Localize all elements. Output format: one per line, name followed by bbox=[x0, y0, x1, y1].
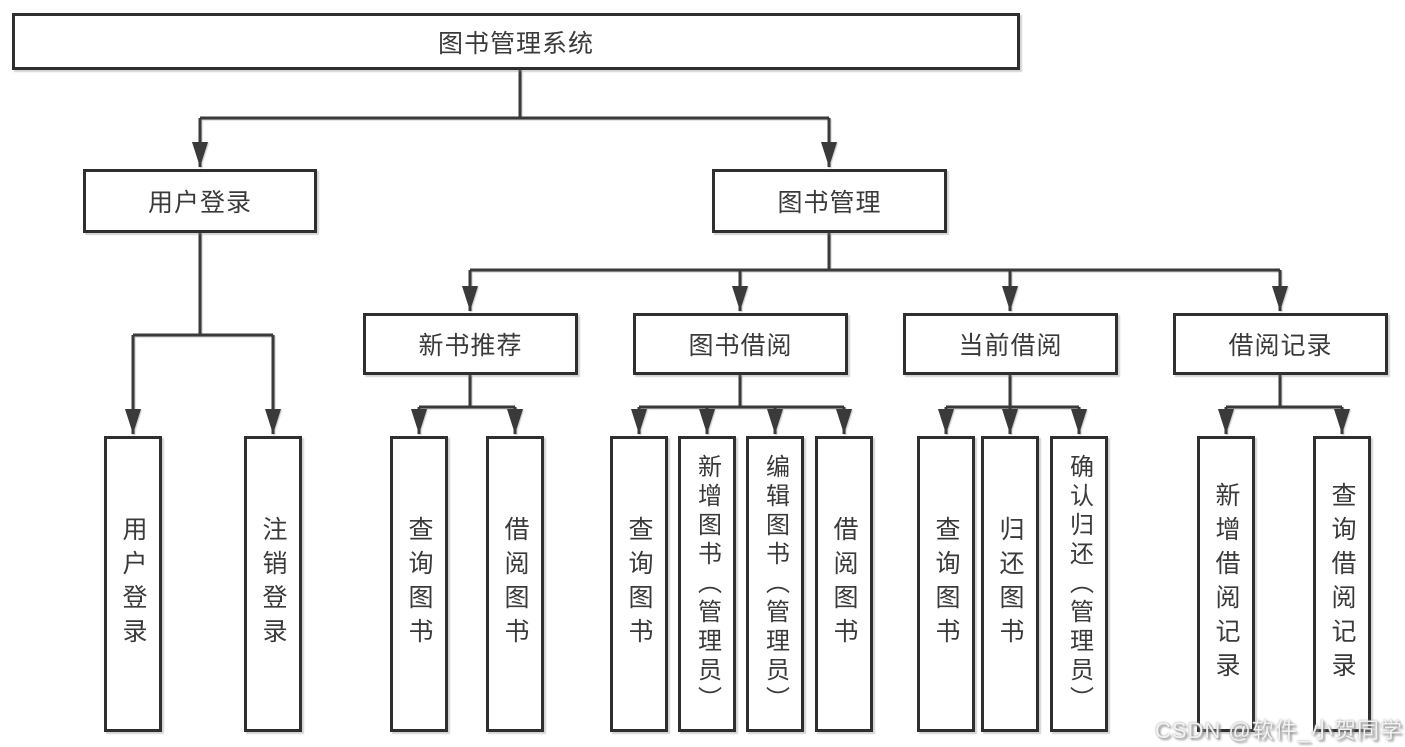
node-borrowing-records: 借阅记录 bbox=[1173, 313, 1388, 375]
watermark: CSDN @软件_小贺同学 bbox=[1154, 718, 1403, 743]
leaf-borrow-book-recommend: 借阅图书 bbox=[486, 436, 544, 732]
leaf-add-book-admin: 新增图书（管理员） bbox=[678, 436, 736, 732]
leaf-confirm-return-admin: 确认归还（管理员） bbox=[1050, 436, 1108, 732]
node-user-login: 用户登录 bbox=[83, 169, 317, 233]
node-library-management-system: 图书管理系统 bbox=[12, 13, 1020, 70]
node-new-book-recommendation: 新书推荐 bbox=[363, 313, 578, 375]
leaf-edit-book-admin: 编辑图书（管理员） bbox=[746, 436, 804, 732]
leaf-query-book-current: 查询图书 bbox=[917, 436, 975, 732]
leaf-query-borrow-record: 查询借阅记录 bbox=[1313, 436, 1371, 732]
node-book-management: 图书管理 bbox=[712, 169, 947, 233]
node-book-borrowing: 图书借阅 bbox=[633, 313, 848, 375]
leaf-borrow-book: 借阅图书 bbox=[815, 436, 873, 732]
leaf-logout: 注销登录 bbox=[244, 436, 302, 732]
leaf-return-book: 归还图书 bbox=[981, 436, 1039, 732]
leaf-add-borrow-record: 新增借阅记录 bbox=[1197, 436, 1255, 732]
leaf-query-book-borrow: 查询图书 bbox=[610, 436, 668, 732]
node-current-borrowing: 当前借阅 bbox=[903, 313, 1118, 375]
leaf-user-login: 用户登录 bbox=[104, 436, 162, 732]
leaf-query-book-recommend: 查询图书 bbox=[390, 436, 448, 732]
